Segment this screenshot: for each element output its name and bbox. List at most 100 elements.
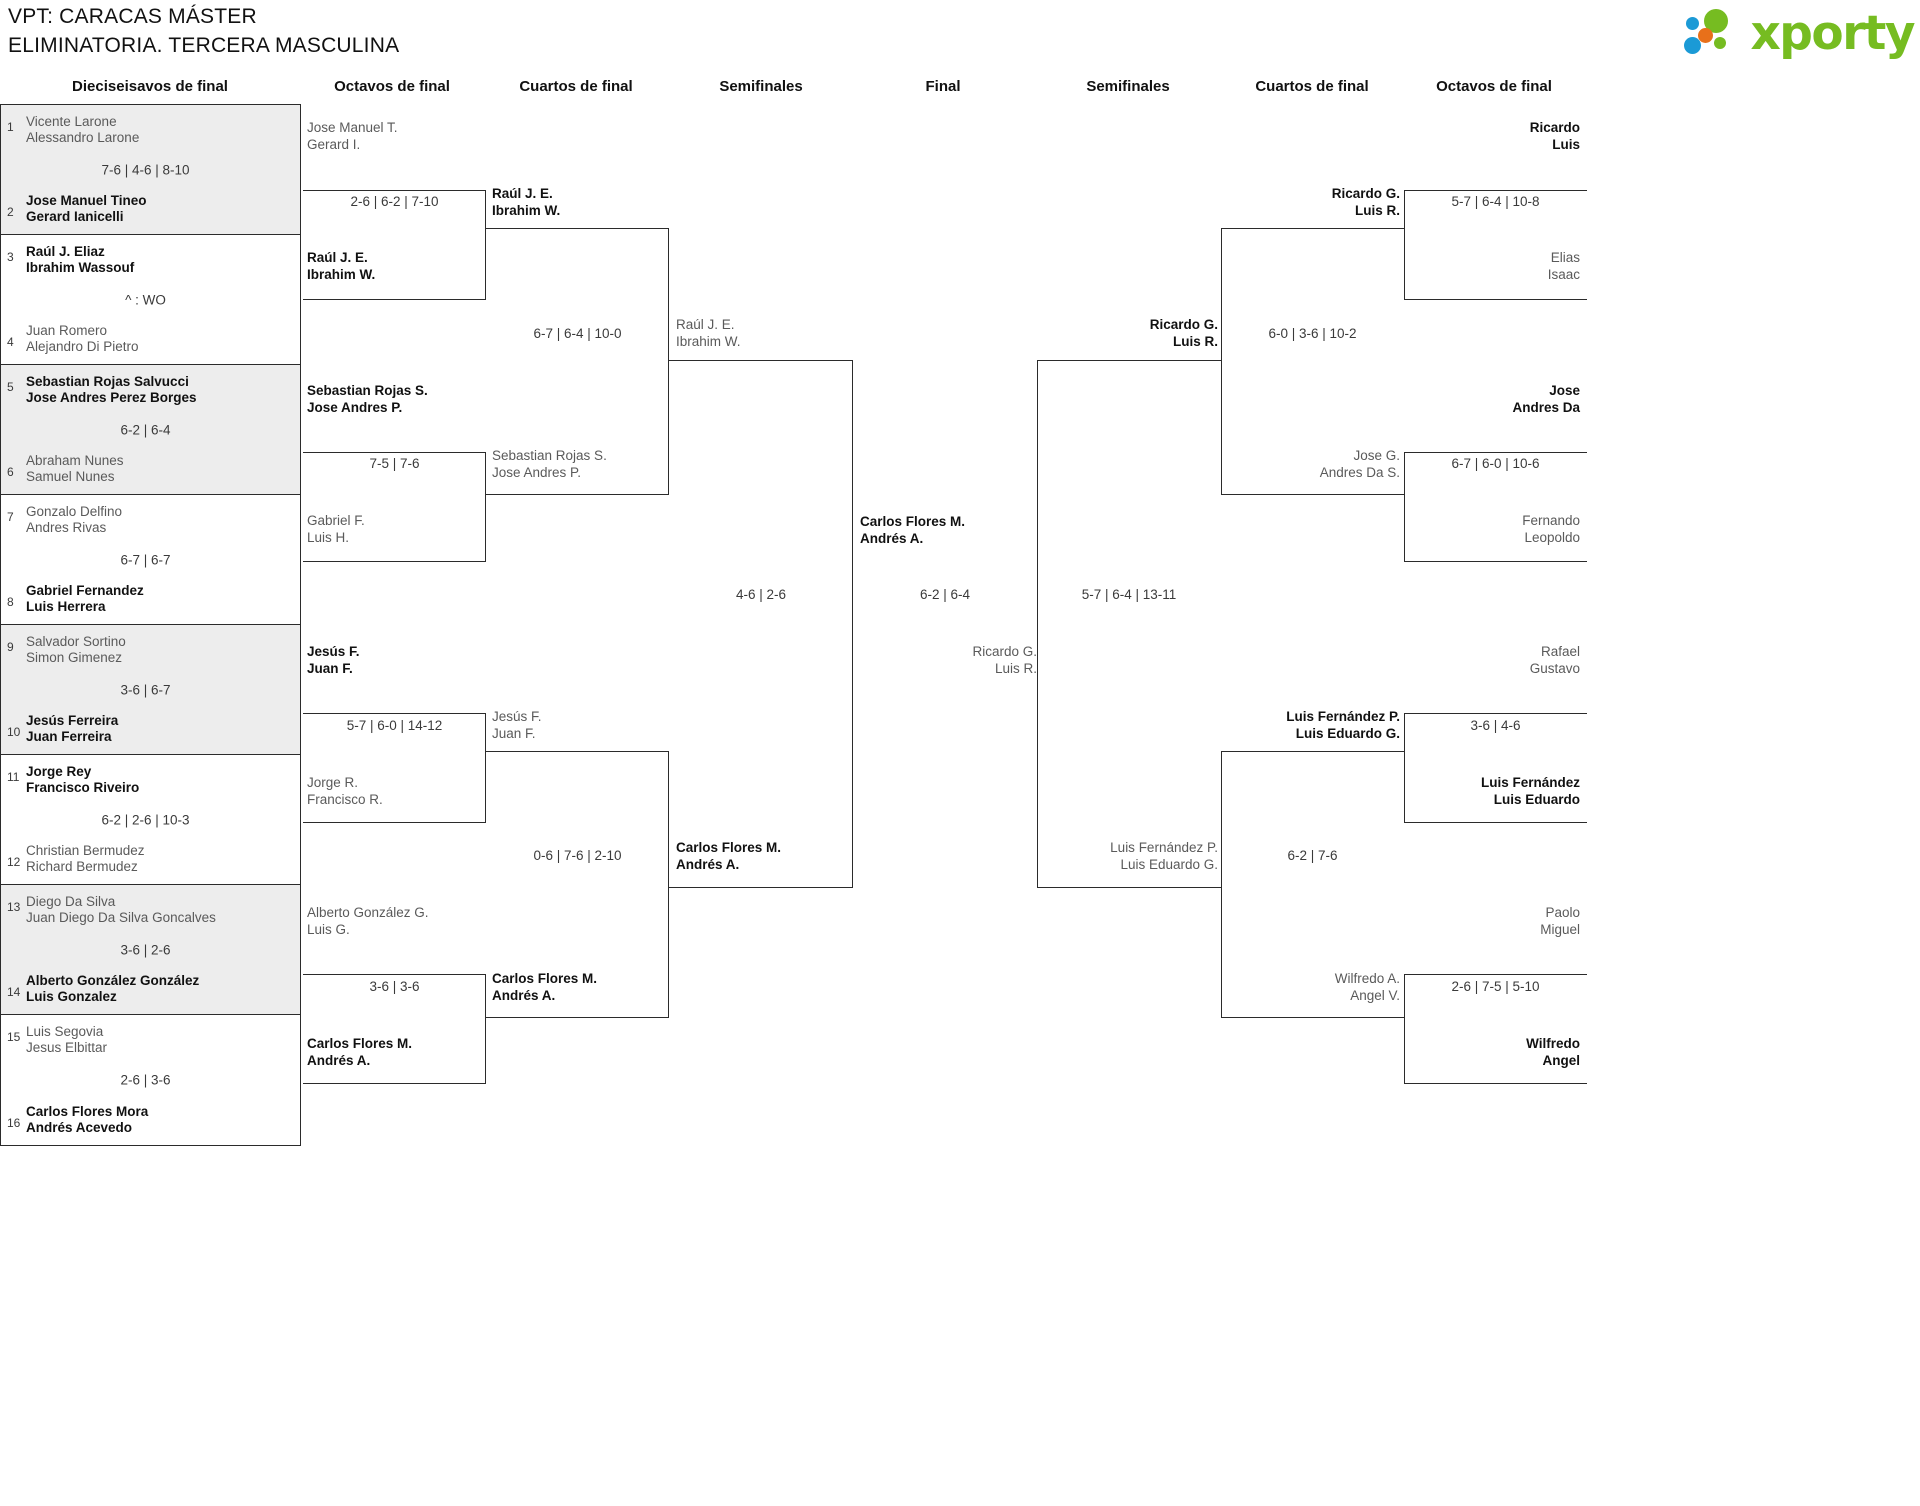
match-row[interactable]: 15 Luis Segovia Jesus Elbittar 2-6 | 3-6… [1, 1015, 300, 1145]
player-name: Jose Manuel Tineo [26, 193, 147, 208]
player-name: Miguel [1540, 921, 1580, 937]
player-name: Carlos Flores M. [860, 514, 966, 529]
player-name: Andrés A. [860, 530, 924, 546]
semifinal-right-connector [1037, 360, 1221, 888]
player-name: Luis Fernández P. [1110, 840, 1218, 855]
player-name: Jorge Rey [26, 764, 92, 779]
player-name: Gerard Ianicelli [26, 209, 124, 224]
final-team-right: Ricardo G. Luis R. [853, 644, 1037, 677]
player-name: Simon Gimenez [26, 650, 123, 665]
player-name: Andres Da [1512, 399, 1580, 415]
seed-number: 1 [7, 120, 14, 134]
match-score: 6-2 | 2-6 | 10-3 [101, 812, 190, 827]
match-row[interactable]: 1 Vicente Larone Alessandro Larone 7-6 |… [1, 105, 300, 235]
seed-number: 13 [7, 900, 21, 914]
team-bottom: Alberto González González Luis Gonzalez [26, 973, 199, 1005]
octavos-right-score-2: 6-7 | 6-0 | 10-6 [1451, 456, 1540, 471]
cuartos-left-team-bottom: Sebastian Rojas S. Jose Andres P. [492, 448, 607, 481]
player-name: Fernando [1522, 513, 1580, 528]
player-name: Alessandro Larone [26, 130, 140, 145]
semifinal-left-team-top: Raúl J. E. Ibrahim W. [676, 317, 741, 350]
octavos-right-team-top-3: Rafael Gustavo [1404, 644, 1580, 677]
player-name: Ibrahim W. [307, 266, 376, 282]
player-name: Francisco R. [307, 791, 383, 807]
team-top: Diego Da Silva Juan Diego Da Silva Gonca… [26, 894, 216, 926]
player-name: Alberto González G. [307, 905, 429, 920]
octavos-right-team-bottom: Elias Isaac [1404, 250, 1580, 283]
player-name: Juan Romero [26, 323, 108, 338]
team-bottom: Gabriel Fernandez Luis Herrera [26, 583, 144, 615]
seed-number: 2 [7, 205, 14, 219]
octavos-right-team-top-4: Paolo Miguel [1404, 905, 1580, 938]
player-name: Luis Gonzalez [26, 989, 117, 1004]
semifinal-left-connector [669, 360, 853, 888]
title-line-2: ELIMINATORIA. TERCERA MASCULINA [8, 34, 400, 57]
octavos-right-score-3: 3-6 | 4-6 [1470, 718, 1521, 733]
player-name: Andres Da S. [1319, 464, 1400, 480]
player-name: Angel [1542, 1052, 1580, 1068]
match-score: 6-2 | 6-4 [120, 422, 171, 437]
match-score: 3-6 | 6-7 [120, 682, 171, 697]
player-name: Luis Eduardo [1493, 791, 1580, 807]
octavos-right-team-bottom-4: Wilfredo Angel [1404, 1036, 1580, 1069]
octavos-left-connector-2 [303, 452, 486, 562]
seed-number: 10 [7, 725, 21, 739]
title-line-1: VPT: CARACAS MÁSTER [8, 5, 257, 28]
player-name: Leopoldo [1524, 529, 1580, 545]
octavos-left-score: 2-6 | 6-2 | 7-10 [350, 194, 439, 209]
player-name: Luis R. [994, 660, 1037, 676]
cuartos-left-team-top: Raúl J. E. Ibrahim W. [492, 186, 560, 219]
player-name: Luis R. [1172, 333, 1218, 349]
octavos-left-team-top: Jose Manuel T. Gerard I. [307, 120, 398, 153]
cuartos-right-score: 6-0 | 3-6 | 10-2 [1268, 326, 1357, 341]
player-name: Raúl J. Eliaz [26, 244, 105, 259]
player-name: Raúl J. E. [307, 250, 368, 265]
player-name: Andrés A. [307, 1052, 371, 1068]
cuartos-right-team-bottom-2: Wilfredo A. Angel V. [1218, 971, 1400, 1004]
match-row[interactable]: 11 Jorge Rey Francisco Riveiro 6-2 | 2-6… [1, 755, 300, 885]
player-name: Luis Eduardo G. [1120, 856, 1218, 872]
player-name: Carlos Flores M. [676, 840, 782, 855]
seed-number: 4 [7, 335, 14, 349]
player-name: Gabriel Fernandez [26, 583, 144, 598]
player-name: Juan F. [307, 660, 353, 676]
team-bottom: Jose Manuel Tineo Gerard Ianicelli [26, 193, 147, 225]
octavos-right-team-bottom-2: Fernando Leopoldo [1404, 513, 1580, 546]
page-title: VPT: CARACAS MÁSTER ELIMINATORIA. TERCER… [8, 2, 399, 60]
player-name: Luis R. [1354, 202, 1400, 218]
round-header-cuartos-right: Cuartos de final [1255, 78, 1369, 95]
octavos-left-team-bottom-3: Jorge R. Francisco R. [307, 775, 383, 808]
player-name: Jesús F. [307, 644, 360, 659]
octavos-right-score: 5-7 | 6-4 | 10-8 [1451, 194, 1540, 209]
match-row[interactable]: 13 Diego Da Silva Juan Diego Da Silva Go… [1, 885, 300, 1015]
team-bottom: Jesús Ferreira Juan Ferreira [26, 713, 118, 745]
match-row[interactable]: 5 Sebastian Rojas Salvucci Jose Andres P… [1, 365, 300, 495]
match-row[interactable]: 7 Gonzalo Delfino Andres Rivas 6-7 | 6-7… [1, 495, 300, 625]
player-name: Alejandro Di Pietro [26, 339, 139, 354]
cuartos-right-team-top-2: Luis Fernández P. Luis Eduardo G. [1218, 709, 1400, 742]
player-name: Salvador Sortino [26, 634, 126, 649]
octavos-left-team-top-3: Jesús F. Juan F. [307, 644, 360, 677]
player-name: Ibrahim W. [492, 202, 561, 218]
logo-wordmark: xporty [1750, 5, 1915, 61]
seed-number: 12 [7, 855, 21, 869]
cuartos-right-score-2: 6-2 | 7-6 [1287, 848, 1338, 863]
octavos-left-connector [303, 190, 486, 300]
match-row[interactable]: 3 Raúl J. Eliaz Ibrahim Wassouf ^ : WO 4… [1, 235, 300, 365]
player-name: Ricardo G. [972, 644, 1037, 659]
player-name: Jose Manuel T. [307, 120, 398, 135]
semifinal-left-score: 4-6 | 2-6 [735, 587, 787, 602]
player-name: Sebastian Rojas S. [307, 383, 428, 398]
octavos-left-team-bottom: Raúl J. E. Ibrahim W. [307, 250, 375, 283]
octavos-left-score-4: 3-6 | 3-6 [369, 979, 420, 994]
player-name: Jose Andres P. [307, 399, 403, 415]
match-row[interactable]: 9 Salvador Sortino Simon Gimenez 3-6 | 6… [1, 625, 300, 755]
player-name: Luis Fernández P. [1286, 709, 1400, 724]
player-name: Andrés Acevedo [26, 1120, 133, 1135]
player-name: Christian Bermudez [26, 843, 145, 858]
seed-number: 9 [7, 640, 14, 654]
team-top: Salvador Sortino Simon Gimenez [26, 634, 126, 666]
cuartos-right-connector [1221, 228, 1404, 495]
octavos-right-score-4: 2-6 | 7-5 | 5-10 [1451, 979, 1540, 994]
semifinal-right-team-top: Ricardo G. Luis R. [1037, 317, 1218, 350]
